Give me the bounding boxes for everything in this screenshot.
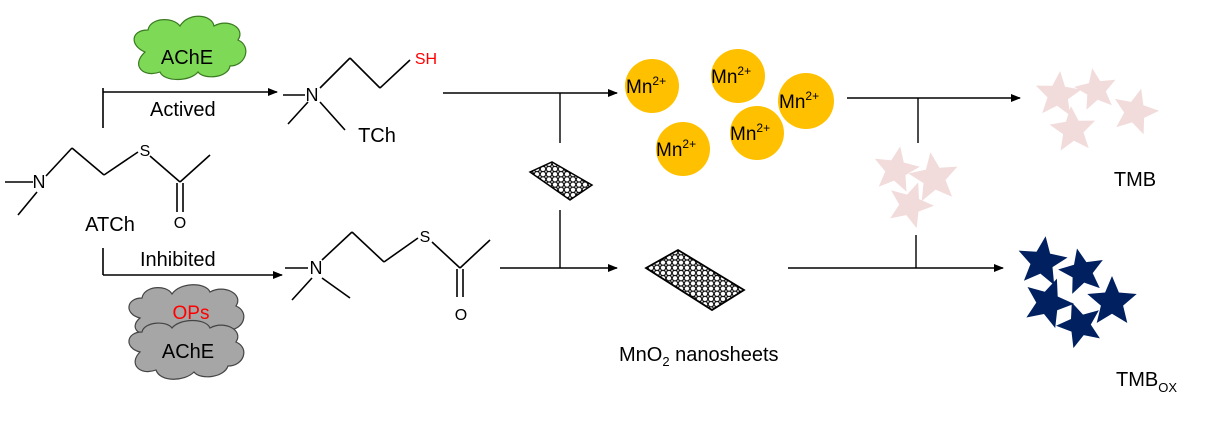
- atch2-s-label: S: [420, 229, 431, 246]
- mn-ion: Mn2+: [778, 73, 834, 129]
- tmbox-star: [1087, 276, 1137, 323]
- tmb-star: [1035, 71, 1082, 116]
- tmb-label: TMB: [1114, 169, 1156, 191]
- tmb-middle-stars: [874, 146, 958, 229]
- mn-ion-label: Mn2+: [779, 89, 819, 113]
- mn-ion: Mn2+: [730, 106, 784, 160]
- small-nanosheet: [528, 161, 594, 201]
- tmbox-star: [1056, 302, 1100, 349]
- ache-inhibited-cloud-shape: [128, 319, 245, 380]
- mn-ion-label: Mn2+: [711, 64, 751, 88]
- atch-n-label: N: [33, 172, 46, 192]
- tmb-star: [908, 152, 958, 201]
- mn-ion-label: Mn2+: [626, 74, 666, 98]
- mn-ion: Mn2+: [656, 122, 710, 176]
- tmb-star: [890, 182, 934, 229]
- inhibited-label: Inhibited: [140, 249, 216, 271]
- mno2-nanosheet: [644, 248, 746, 312]
- ache-inhibited-label: AChE: [162, 341, 214, 363]
- tmb-star: [874, 146, 920, 192]
- atch2-o-label: O: [455, 307, 467, 324]
- atch-label: ATCh: [85, 214, 135, 236]
- atch-unhydrolysed-structure: [285, 231, 491, 301]
- tch-structure: [283, 57, 411, 131]
- tmbox-label: TMBOX: [1116, 369, 1177, 395]
- ops-label: OPs: [173, 303, 210, 324]
- tmb-star: [1114, 88, 1159, 135]
- tmb-stars: [1035, 68, 1159, 151]
- mn-ion: Mn2+: [711, 49, 765, 103]
- ache-active-cloud-shape: [133, 15, 247, 81]
- tch-label: TCh: [358, 125, 396, 147]
- tmb-star: [1049, 106, 1096, 151]
- tmbox-star: [1018, 236, 1068, 285]
- actived-label: Actived: [150, 99, 216, 121]
- atch2-n-label: N: [310, 258, 323, 278]
- inhibited-enzyme-cloud: OPs AChE: [128, 284, 245, 380]
- atch-s-label: S: [140, 143, 151, 160]
- atch-o-label: O: [174, 215, 186, 232]
- ache-active-label: AChE: [161, 47, 213, 69]
- mn-ion-label: Mn2+: [656, 137, 696, 161]
- ache-active-cloud: AChE: [133, 15, 247, 81]
- tmbox-star: [1026, 278, 1074, 328]
- tmb-star: [1074, 68, 1116, 110]
- atch-structure: [5, 147, 211, 216]
- tch-sh-label: SH: [415, 51, 437, 68]
- tmbox-star: [1058, 248, 1103, 294]
- tch-n-label: N: [306, 85, 319, 105]
- mn-ion: Mn2+: [625, 59, 679, 113]
- mn-ion-label: Mn2+: [730, 121, 770, 145]
- tmbox-stars: [1018, 236, 1137, 349]
- mno2-label: MnO2 nanosheets: [619, 344, 779, 369]
